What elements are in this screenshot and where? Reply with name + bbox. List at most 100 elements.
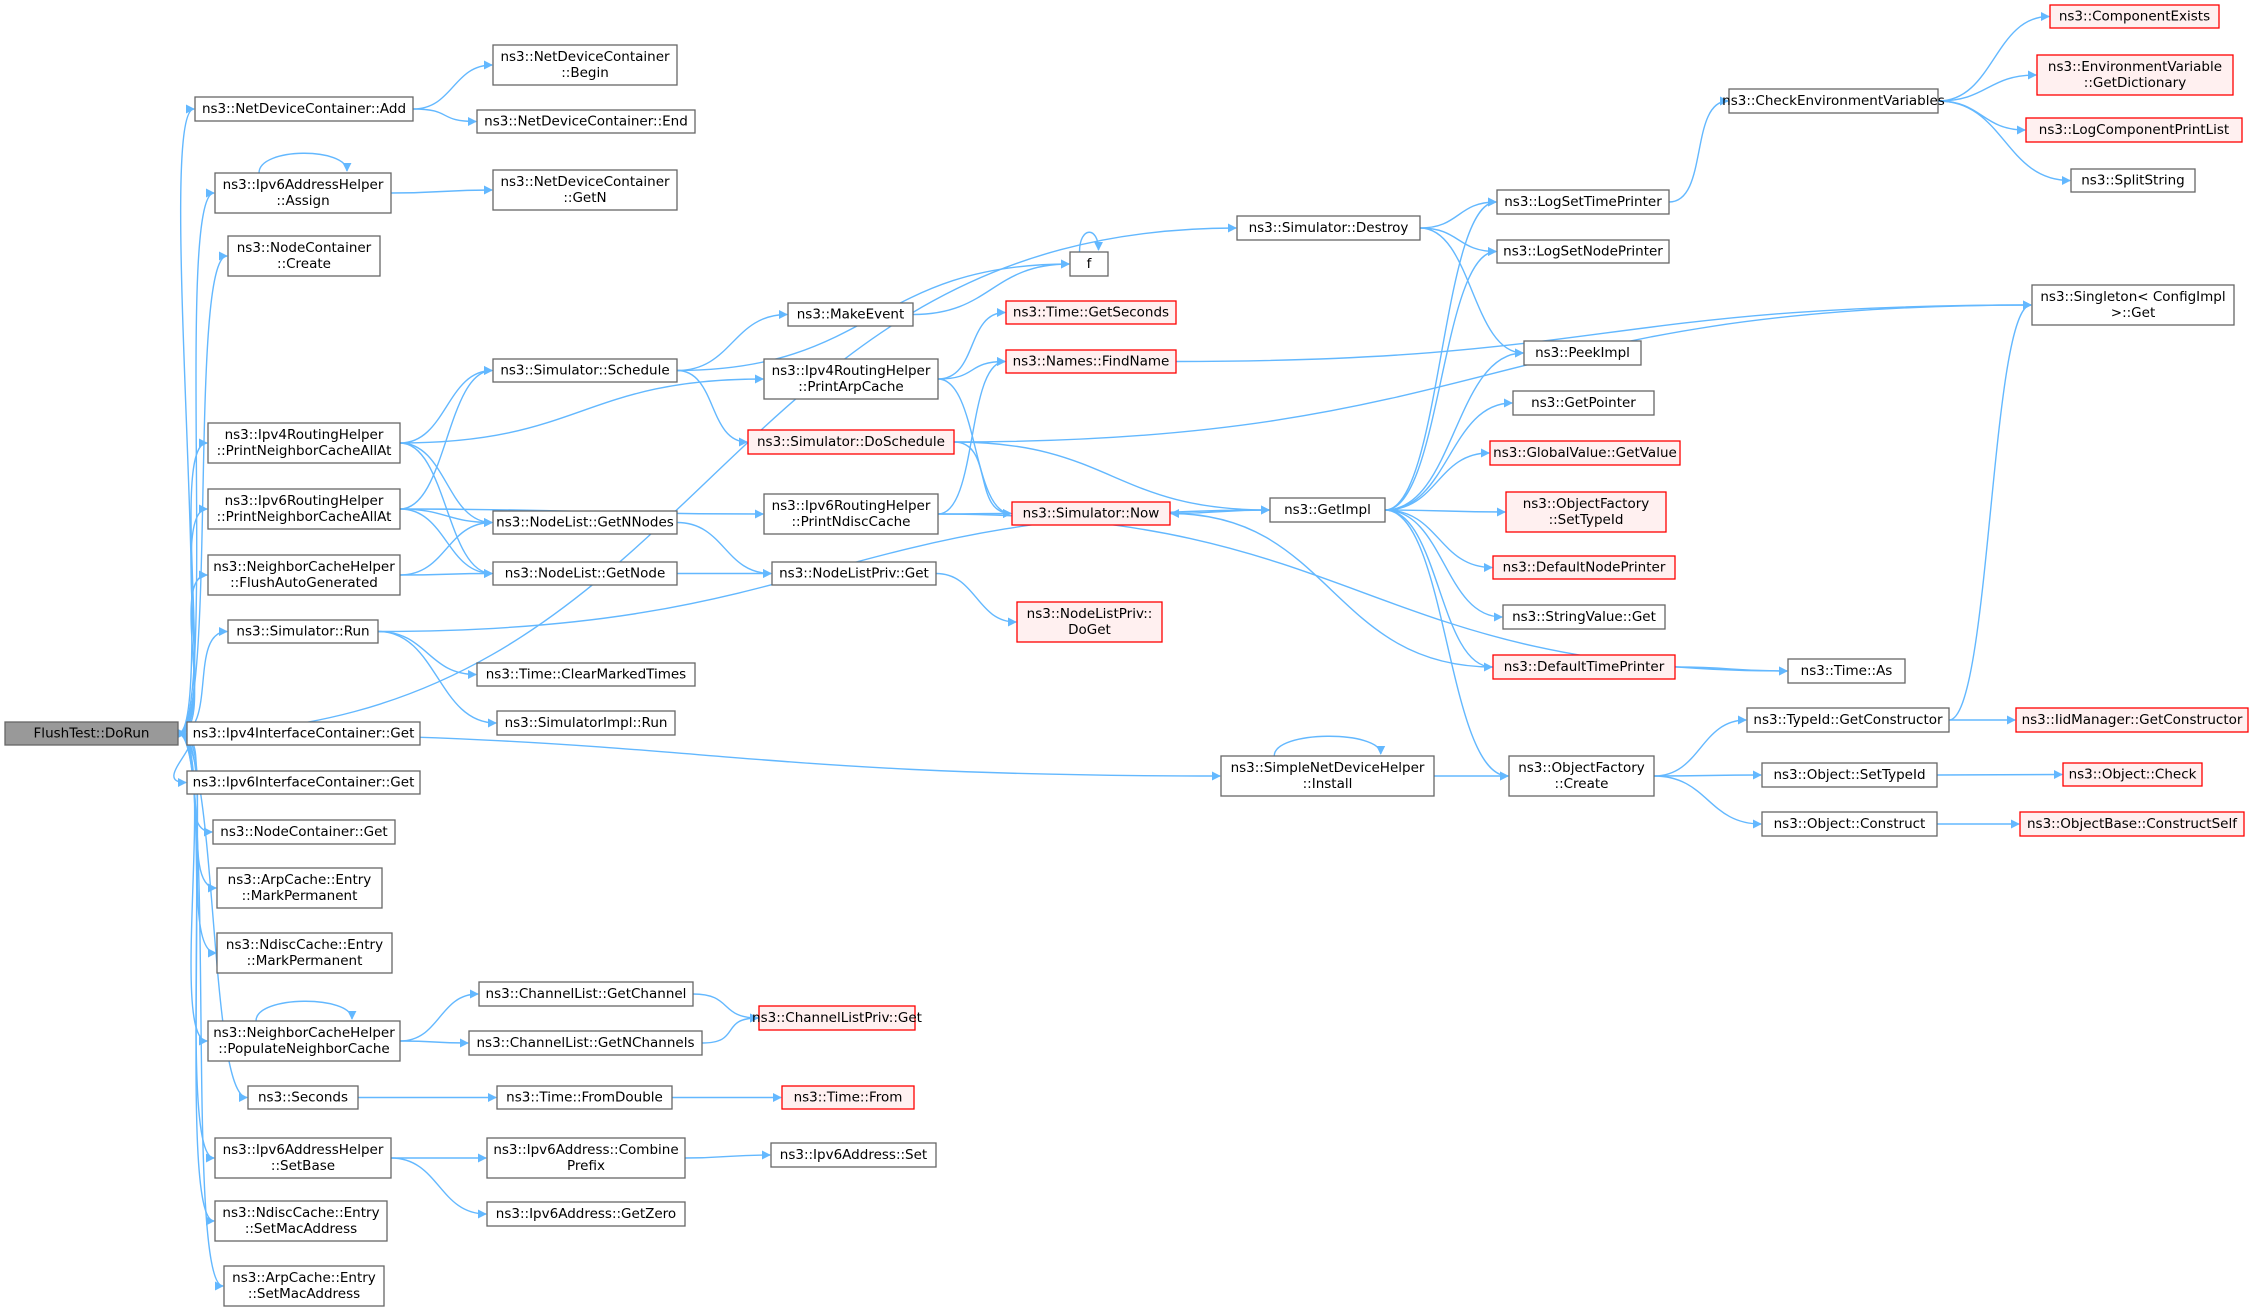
- edge-default_time_printer-to-time_as: [1674, 666, 1788, 676]
- node-names-findname[interactable]: ns3::Names::FindName: [1005, 349, 1177, 374]
- node-tid-getctor[interactable]: ns3::TypeId::GetConstructor: [1746, 707, 1950, 733]
- node-clp-get[interactable]: ns3::ChannelListPriv::Get: [752, 1005, 922, 1031]
- node-nlp-get[interactable]: ns3::NodeListPriv::Get: [771, 561, 937, 586]
- node-ndc-end[interactable]: ns3::NetDeviceContainer::End: [476, 109, 696, 134]
- node-ndisc-setmac[interactable]: ns3::NdiscCache::Entry::SetMacAddress: [214, 1200, 388, 1242]
- node-of-create[interactable]: ns3::ObjectFactory::Create: [1508, 755, 1655, 797]
- node-sim-schedule[interactable]: ns3::Simulator::Schedule: [492, 358, 678, 383]
- node-ipv6rh-printnc[interactable]: ns3::Ipv6RoutingHelper::PrintNeighborCac…: [207, 488, 401, 530]
- node-nlp-doget[interactable]: ns3::NodeListPriv::DoGet: [1016, 601, 1163, 643]
- node-nl-getnode[interactable]: ns3::NodeList::GetNode: [492, 561, 678, 586]
- node-label: ns3::CheckEnvironmentVariables: [1722, 93, 1945, 109]
- node-singleton-get[interactable]: ns3::Singleton< ConfigImpl >::Get: [2031, 284, 2235, 326]
- node-ipv6ah-assign[interactable]: ns3::Ipv6AddressHelper::Assign: [214, 172, 392, 214]
- node-label: ::SetMacAddress: [248, 1286, 360, 1302]
- node-sndh-install[interactable]: ns3::SimpleNetDeviceHelper::Install: [1220, 755, 1435, 797]
- node-label: f: [1087, 256, 1093, 272]
- edge-f-to-f: [1078, 231, 1103, 253]
- node-gv-getvalue[interactable]: ns3::GlobalValue::GetValue: [1489, 440, 1681, 466]
- node-ndc-getn[interactable]: ns3::NetDeviceContainer::GetN: [492, 169, 678, 211]
- node-nch-populate[interactable]: ns3::NeighborCacheHelper::PopulateNeighb…: [207, 1020, 401, 1062]
- node-sim-destroy[interactable]: ns3::Simulator::Destroy: [1236, 215, 1421, 241]
- node-ipv6ah-setbase[interactable]: ns3::Ipv6AddressHelper::SetBase: [214, 1137, 392, 1179]
- node-ndc-begin[interactable]: ns3::NetDeviceContainer::Begin: [492, 44, 678, 86]
- node-time-clearmarked[interactable]: ns3::Time::ClearMarkedTimes: [476, 662, 696, 687]
- node-split-string[interactable]: ns3::SplitString: [2070, 168, 2196, 193]
- node-ndisc-markperm[interactable]: ns3::NdiscCache::Entry::MarkPermanent: [216, 932, 393, 974]
- node-getimpl[interactable]: ns3::GetImpl: [1269, 497, 1386, 523]
- node-ipv6rh-printndisc[interactable]: ns3::Ipv6RoutingHelper::PrintNdiscCache: [763, 493, 939, 535]
- node-flush-dorun[interactable]: FlushTest::DoRun: [4, 721, 179, 746]
- node-label: ::GetDictionary: [2084, 75, 2186, 91]
- node-ipv6ic-get[interactable]: ns3::Ipv6InterfaceContainer::Get: [186, 770, 421, 795]
- node-iid-getctor[interactable]: ns3::IidManager::GetConstructor: [2015, 707, 2249, 733]
- node-label: ns3::ComponentExists: [2059, 9, 2210, 25]
- node-ipv6a-set[interactable]: ns3::Ipv6Address::Set: [770, 1142, 937, 1168]
- node-peekimpl[interactable]: ns3::PeekImpl: [1523, 340, 1642, 366]
- edge-cl_getchannel-to-clp_get: [692, 993, 759, 1023]
- node-label: ns3::LogSetNodePrinter: [1503, 244, 1663, 260]
- node-seconds[interactable]: ns3::Seconds: [247, 1085, 359, 1110]
- node-cl-getchannel[interactable]: ns3::ChannelList::GetChannel: [478, 981, 694, 1007]
- node-ipv4ic-get[interactable]: ns3::Ipv4InterfaceContainer::Get: [186, 721, 421, 746]
- node-ipv4rh-printarp[interactable]: ns3::Ipv4RoutingHelper::PrintArpCache: [763, 358, 939, 400]
- node-sim-now[interactable]: ns3::Simulator::Now: [1011, 501, 1171, 526]
- node-box: [1512, 390, 1655, 416]
- node-check-env[interactable]: ns3::CheckEnvironmentVariables: [1722, 88, 1945, 114]
- node-cl-getnchannels[interactable]: ns3::ChannelList::GetNChannels: [468, 1030, 703, 1056]
- node-log-printlist[interactable]: ns3::LogComponentPrintList: [2025, 117, 2243, 143]
- node-box: [1746, 707, 1950, 733]
- node-ipv6a-getzero[interactable]: ns3::Ipv6Address::GetZero: [486, 1201, 686, 1227]
- node-default-node-printer[interactable]: ns3::DefaultNodePrinter: [1492, 555, 1676, 580]
- node-time-as[interactable]: ns3::Time::As: [1787, 658, 1906, 684]
- node-box: [496, 710, 676, 736]
- edge-getimpl-to-of_create: [1384, 509, 1509, 781]
- node-box: [492, 358, 678, 383]
- node-sim-run[interactable]: ns3::Simulator::Run: [227, 619, 379, 644]
- node-objbase-constructself[interactable]: ns3::ObjectBase::ConstructSelf: [2019, 811, 2245, 837]
- node-log-setnode[interactable]: ns3::LogSetNodePrinter: [1496, 239, 1670, 264]
- node-simimpl-run[interactable]: ns3::SimulatorImpl::Run: [496, 710, 676, 736]
- node-label: ::Assign: [276, 193, 329, 209]
- node-nc-get[interactable]: ns3::NodeContainer::Get: [212, 819, 396, 845]
- node-sv-get[interactable]: ns3::StringValue::Get: [1502, 604, 1666, 630]
- edge-sim_schedule-to-make_event: [676, 310, 788, 372]
- node-log-settime[interactable]: ns3::LogSetTimePrinter: [1496, 189, 1670, 215]
- node-box: [476, 662, 696, 687]
- node-of-settypeid[interactable]: ns3::ObjectFactory::SetTypeId: [1505, 491, 1667, 533]
- node-box: [1492, 555, 1676, 580]
- edge-make_event-to-f: [912, 259, 1070, 316]
- node-default-time-printer[interactable]: ns3::DefaultTimePrinter: [1492, 654, 1676, 680]
- node-label: ns3::SplitString: [2081, 173, 2185, 189]
- node-env-getdict[interactable]: ns3::EnvironmentVariable::GetDictionary: [2036, 54, 2234, 96]
- edge-check_env-to-env_getdict: [1937, 70, 2037, 102]
- node-label: ns3::Simulator::Run: [236, 624, 369, 640]
- node-obj-check[interactable]: ns3::Object::Check: [2062, 762, 2203, 787]
- node-nch-flush[interactable]: ns3::NeighborCacheHelper::FlushAutoGener…: [207, 554, 401, 596]
- node-box: [1269, 497, 1386, 523]
- node-time-getseconds[interactable]: ns3::Time::GetSeconds: [1005, 300, 1177, 325]
- node-label: ns3::NodeContainer::Get: [220, 824, 387, 840]
- node-getpointer[interactable]: ns3::GetPointer: [1512, 390, 1655, 416]
- node-ipv4rh-printnc[interactable]: ns3::Ipv4RoutingHelper::PrintNeighborCac…: [207, 422, 401, 464]
- node-make-event[interactable]: ns3::MakeEvent: [787, 302, 914, 327]
- node-obj-settypeid[interactable]: ns3::Object::SetTypeId: [1761, 762, 1938, 788]
- node-component-exists[interactable]: ns3::ComponentExists: [2049, 4, 2220, 29]
- node-time-fromdouble[interactable]: ns3::Time::FromDouble: [496, 1085, 673, 1110]
- node-label: ns3::SimulatorImpl::Run: [505, 715, 668, 731]
- node-arp-setmac[interactable]: ns3::ArpCache::Entry::SetMacAddress: [223, 1265, 385, 1307]
- node-box: [1761, 762, 1938, 788]
- node-time-from[interactable]: ns3::Time::From: [781, 1085, 915, 1110]
- node-obj-construct[interactable]: ns3::Object::Construct: [1761, 811, 1938, 837]
- edge-ndc_add-to-ndc_begin: [412, 60, 493, 110]
- node-arp-markperm[interactable]: ns3::ArpCache::Entry::MarkPermanent: [216, 867, 383, 909]
- node-nc-create[interactable]: ns3::NodeContainer::Create: [227, 235, 381, 277]
- edge-ipv4rh_printnc-to-nl_getnode: [399, 442, 493, 578]
- node-sim-doschedule[interactable]: ns3::Simulator::DoSchedule: [747, 429, 955, 455]
- node-f[interactable]: f: [1069, 251, 1109, 277]
- node-nl-getnnodes[interactable]: ns3::NodeList::GetNNodes: [492, 510, 678, 535]
- edge-getimpl-to-sv_get: [1384, 509, 1503, 622]
- node-ndc-add[interactable]: ns3::NetDeviceContainer::Add: [194, 96, 414, 122]
- node-box: [468, 1030, 703, 1056]
